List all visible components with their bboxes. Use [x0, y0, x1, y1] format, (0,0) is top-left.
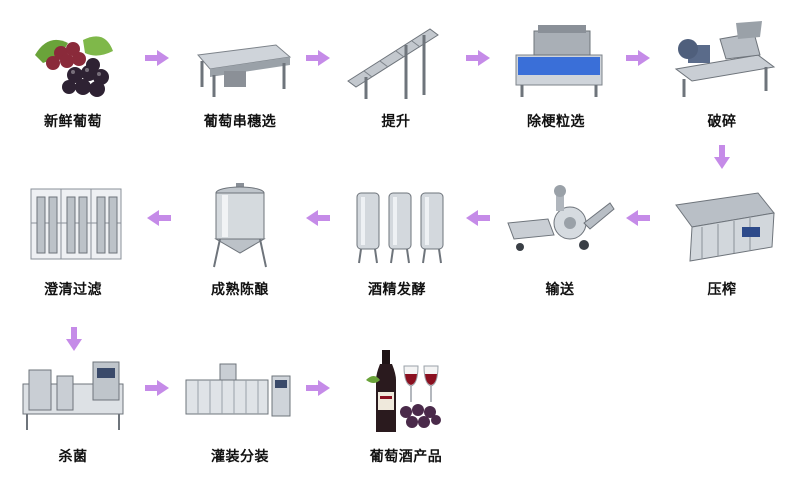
arrow-left-icon — [626, 210, 650, 226]
step-label: 压榨 — [707, 282, 737, 298]
arrow-down-icon — [714, 145, 730, 169]
conveyor-elevator-icon — [336, 15, 456, 105]
arrow-right-icon — [306, 380, 330, 396]
destemmer-icon — [496, 15, 616, 105]
grape-bunch-icon — [13, 15, 133, 105]
step-bunch-sorting: 葡萄串穗选 — [180, 15, 300, 135]
aging-tank-icon — [180, 183, 300, 273]
step-filling: 灌装分装 — [180, 350, 300, 470]
filling-line-icon — [180, 350, 300, 440]
step-label: 灌装分装 — [211, 449, 269, 465]
step-label: 破碎 — [707, 114, 737, 130]
step-label: 葡萄串穗选 — [203, 114, 277, 130]
filtration-system-icon — [13, 183, 133, 273]
step-pressing: 压榨 — [662, 183, 782, 303]
step-sterilization: 杀菌 — [13, 350, 133, 470]
arrow-down-icon — [66, 327, 82, 351]
step-label: 澄清过滤 — [44, 282, 102, 298]
step-fresh-grapes: 新鲜葡萄 — [13, 15, 133, 135]
step-label: 输送 — [545, 282, 575, 298]
step-wine-product: 葡萄酒产品 — [346, 350, 466, 470]
step-label: 酒精发酵 — [368, 282, 426, 298]
step-label: 除梗粒选 — [527, 114, 585, 130]
arrow-right-icon — [626, 50, 650, 66]
arrow-right-icon — [145, 380, 169, 396]
fermentation-tanks-icon — [337, 183, 457, 273]
press-icon — [662, 183, 782, 273]
step-label: 葡萄酒产品 — [369, 449, 443, 465]
step-fermentation: 酒精发酵 — [337, 183, 457, 303]
must-pump-icon — [500, 183, 620, 273]
arrow-left-icon — [306, 210, 330, 226]
step-destemming: 除梗粒选 — [496, 15, 616, 135]
step-aging: 成熟陈酿 — [180, 183, 300, 303]
step-label: 成熟陈酿 — [211, 282, 269, 298]
step-label: 新鲜葡萄 — [44, 114, 102, 130]
arrow-right-icon — [306, 50, 330, 66]
step-conveying: 输送 — [500, 183, 620, 303]
step-label: 提升 — [381, 114, 411, 130]
arrow-left-icon — [466, 210, 490, 226]
wine-bottle-glasses-icon — [346, 350, 466, 440]
step-elevator: 提升 — [336, 15, 456, 135]
step-crushing: 破碎 — [662, 15, 782, 135]
crusher-icon — [662, 15, 782, 105]
step-filtration: 澄清过滤 — [13, 183, 133, 303]
sorting-table-icon — [180, 15, 300, 105]
arrow-right-icon — [466, 50, 490, 66]
arrow-left-icon — [147, 210, 171, 226]
step-label: 杀菌 — [58, 449, 88, 465]
sterilizer-icon — [13, 350, 133, 440]
arrow-right-icon — [145, 50, 169, 66]
